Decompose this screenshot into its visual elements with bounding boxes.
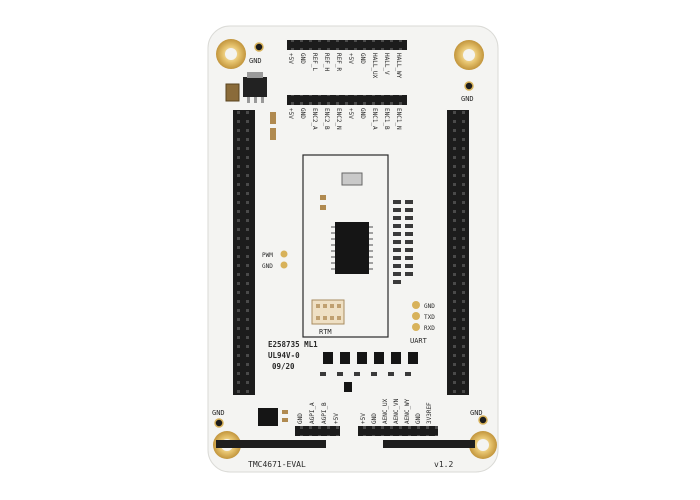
bottom-right-pin-label: AENC_WY: [404, 398, 411, 424]
bottom-header-right: [358, 426, 438, 436]
uart-label: UART: [410, 337, 428, 345]
gnd-label-bottom-left: GND: [212, 409, 225, 417]
bottom-right-pin-label: GND: [371, 413, 378, 424]
row2-pin-label: ENC1_N: [395, 108, 402, 130]
gnd-label-bottom-right: GND: [470, 409, 483, 417]
gnd-pad-top-right: [464, 81, 474, 91]
small-passives-row: [320, 372, 411, 376]
crystal-oscillator: [341, 172, 363, 186]
left-header: [233, 110, 255, 395]
pwm-label: PWM: [262, 252, 273, 259]
pwm-pad: [280, 250, 288, 258]
opamp-cap-1: [282, 410, 288, 414]
row1-pin-label: +5V: [287, 53, 294, 64]
uart-pin-gnd-label: GND: [424, 303, 435, 310]
uart-gnd-pad: [412, 301, 420, 309]
marking-line-1: E258735 ML1: [268, 340, 318, 349]
electrolytic-capacitor: [225, 83, 240, 102]
smd-capacitor-1: [270, 112, 276, 124]
regulator-leg-3: [261, 97, 264, 103]
rtm-connector-pins: [316, 304, 341, 320]
board-version: v1.2: [434, 460, 453, 469]
row1-pin-label: HALL_WY: [395, 53, 402, 79]
mounting-hole-bottom-right: [469, 431, 497, 459]
row2-pin-label: GND: [359, 108, 366, 119]
row1-pin-label: REF_R: [335, 53, 342, 71]
gnd-pad-bottom-left: [214, 418, 224, 428]
gnd-label-top-left: GND: [249, 57, 262, 65]
small-transistor: [344, 382, 352, 392]
bottom-header-left: [295, 426, 340, 436]
row2-pin-label: GND: [299, 108, 306, 119]
gnd-label-top-right: GND: [461, 95, 474, 103]
row1-pin-label: GND: [359, 53, 366, 64]
mounting-hole-top-left: [216, 39, 246, 69]
main-ic-pins: [331, 226, 373, 270]
rtm-connector: [311, 299, 345, 325]
gnd-pad-bottom-right: [478, 415, 488, 425]
uart-pin-rxd-label: RXD: [424, 325, 435, 332]
bottom-header-right-labels: +5V GND AENC_UX AENC_VN AENC_WY GND 3V3R…: [360, 398, 433, 424]
transistor-row: [323, 352, 418, 364]
uart-rxd-pad: [412, 323, 420, 331]
bottom-right-pin-label: AENC_VN: [393, 398, 400, 424]
bottom-right-pin-label: GND: [415, 413, 422, 424]
right-header: [447, 110, 469, 395]
uart-pin-txd-label: TXD: [424, 314, 435, 321]
top-header-row2-labels: +5V GND ENC2_A ENC2_B ENC2_N +5V GND ENC…: [287, 108, 402, 130]
resistor-array: [393, 200, 413, 284]
row1-pin-label: HALL_V: [383, 53, 390, 75]
smd-capacitor-2: [270, 128, 276, 140]
row2-pin-label: +5V: [347, 108, 354, 119]
row1-pin-label: HALL_UX: [371, 53, 378, 79]
top-header-row1-labels: +5V GND REF_L REF_H REF_R +5V GND HALL_U…: [287, 53, 402, 79]
smd-component-2: [320, 205, 326, 210]
board-name: TMC4671-EVAL: [248, 460, 306, 469]
marking-line-3: 09/20: [272, 362, 295, 371]
gnd-pad-top-left: [254, 42, 264, 52]
bottom-right-pin-label: AENC_UX: [382, 398, 389, 424]
silk-bar-right: [383, 440, 475, 448]
row1-pin-label: REF_L: [311, 53, 318, 71]
bottom-header-left-labels: GND AGPI_A AGPI_B +5V: [297, 402, 340, 424]
row2-pin-label: ENC1_A: [371, 108, 378, 130]
opamp-cap-2: [282, 418, 288, 422]
opamp-ic: [258, 408, 278, 426]
bottom-left-pin-label: +5V: [333, 413, 340, 424]
bottom-left-pin-label: AGPI_B: [321, 402, 328, 424]
top-header-row2: [287, 95, 407, 105]
main-ic-chip: [335, 222, 369, 274]
bottom-right-pin-label: +5V: [360, 413, 367, 424]
smd-component-1: [320, 195, 326, 200]
pwm-gnd-label: GND: [262, 263, 273, 270]
bottom-right-pin-label: 3V3REF: [426, 402, 433, 424]
row1-pin-label: +5V: [347, 53, 354, 64]
voltage-regulator-tab: [247, 72, 263, 78]
row2-pin-label: +5V: [287, 108, 294, 119]
silk-bar-left: [216, 440, 326, 448]
top-header-row1: [287, 40, 407, 50]
bottom-left-pin-label: GND: [297, 413, 304, 424]
uart-txd-pad: [412, 312, 420, 320]
center-module-outline: [302, 154, 389, 338]
rtm-label: RTM: [319, 328, 332, 336]
marking-line-2: UL94V-0: [268, 351, 300, 360]
row2-pin-label: ENC2_N: [335, 108, 342, 130]
mounting-hole-top-right: [454, 40, 484, 70]
voltage-regulator: [243, 77, 267, 97]
row1-pin-label: GND: [299, 53, 306, 64]
regulator-leg-2: [254, 97, 257, 103]
regulator-leg-1: [247, 97, 250, 103]
pwm-gnd-pad: [280, 261, 288, 269]
row2-pin-label: ENC2_A: [311, 108, 318, 130]
bottom-left-pin-label: AGPI_A: [309, 402, 316, 424]
row2-pin-label: ENC2_B: [323, 108, 330, 130]
row2-pin-label: ENC1_B: [383, 108, 390, 130]
row1-pin-label: REF_H: [323, 53, 330, 71]
